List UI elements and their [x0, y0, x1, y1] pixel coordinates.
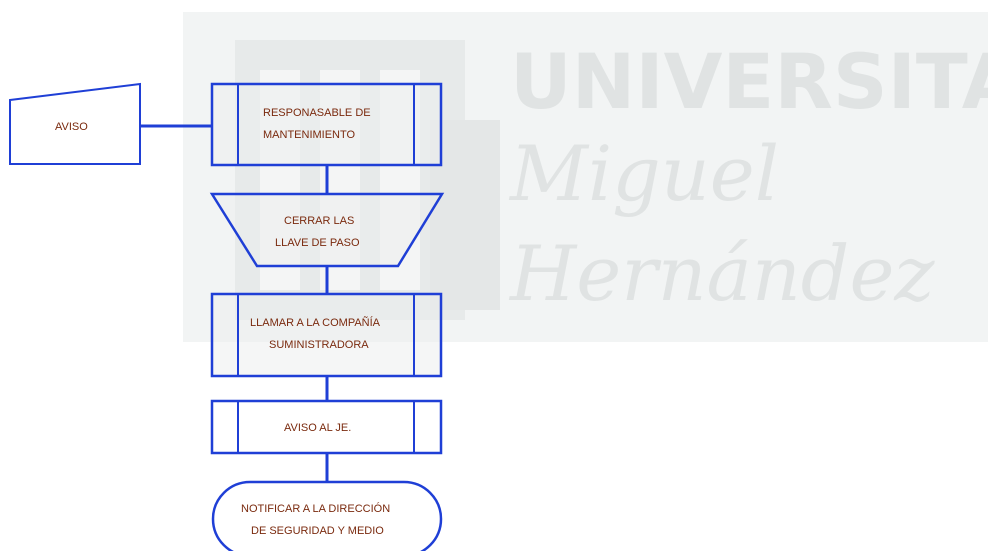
watermark: UNIVERSITAS Miguel Hernández: [183, 12, 988, 342]
terminator-shape: [211, 480, 443, 551]
node-aviso: AVISO: [9, 82, 141, 165]
node-llamar: LLAMAR A LA COMPAÑÍA SUMINISTRADORA: [210, 292, 443, 378]
node-responsable: RESPONASABLE DE MANTENIMIENTO: [210, 82, 443, 167]
node-responsable-label-1: RESPONASABLE DE: [263, 107, 371, 119]
node-aviso-je-label: AVISO AL JE.: [284, 422, 351, 434]
predefined-process-shape: [210, 292, 443, 378]
watermark-line2: Miguel: [508, 129, 779, 218]
node-notificar-label-1: NOTIFICAR A LA DIRECCIÓN: [241, 502, 390, 515]
predefined-process-shape: [210, 399, 443, 455]
watermark-line1: UNIVERSITAS: [510, 37, 988, 126]
umh-logo-icon: [235, 40, 500, 320]
node-cerrar-label-2: LLAVE DE PASO: [275, 237, 360, 249]
predefined-process-shape: [210, 82, 443, 167]
manual-input-shape: [9, 82, 141, 165]
node-notificar: NOTIFICAR A LA DIRECCIÓN DE SEGURIDAD Y …: [211, 480, 443, 551]
node-llamar-label-2: SUMINISTRADORA: [269, 339, 369, 351]
connectors: [140, 124, 329, 482]
node-llamar-label-1: LLAMAR A LA COMPAÑÍA: [250, 316, 381, 329]
node-notificar-label-2: DE SEGURIDAD Y MEDIO: [251, 525, 384, 537]
watermark-line3: Hernández: [508, 229, 935, 318]
node-cerrar-label-1: CERRAR LAS: [284, 215, 354, 227]
node-cerrar: CERRAR LAS LLAVE DE PASO: [209, 192, 445, 268]
node-aviso-je: AVISO AL JE.: [210, 399, 443, 455]
manual-operation-shape: [209, 192, 445, 268]
node-aviso-label: AVISO: [55, 121, 88, 133]
node-responsable-label-2: MANTENIMIENTO: [263, 129, 356, 141]
